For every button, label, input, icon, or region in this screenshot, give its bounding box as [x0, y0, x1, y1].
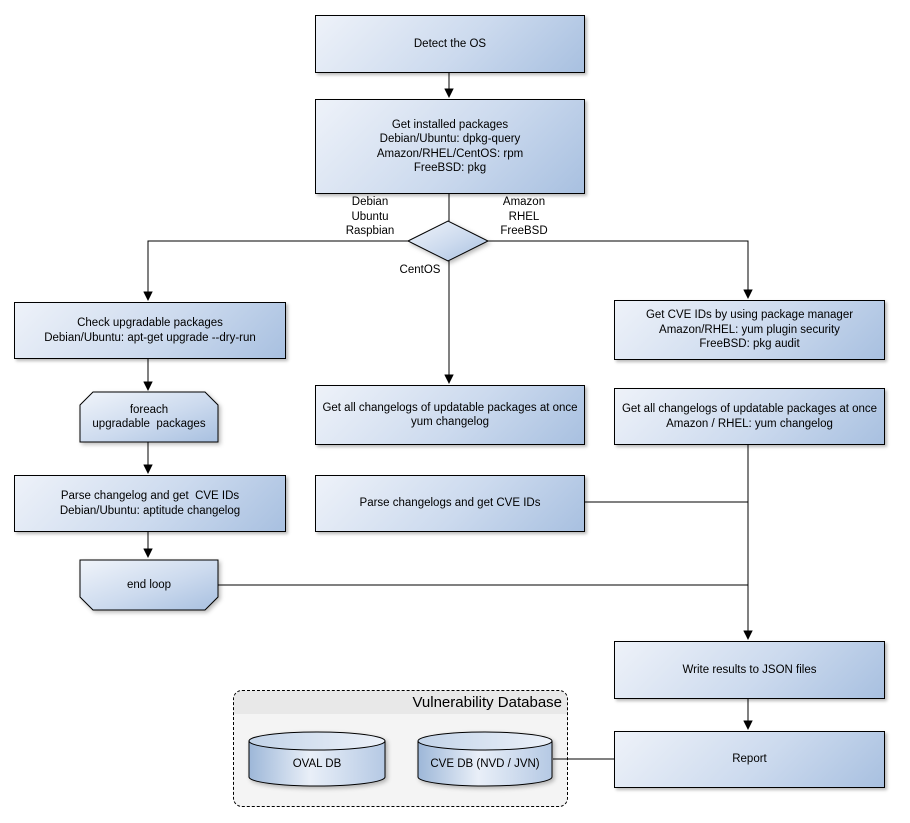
node-get-cve-ids-pkg-manager: Get CVE IDs by using package manager Ama… [614, 300, 885, 360]
node-get-changelogs-amazon-rhel: Get all changelogs of updatable packages… [614, 388, 885, 445]
node-get-installed-packages: Get installed packages Debian/Ubuntu: dp… [315, 99, 585, 194]
node-parse-changelog-debian: Parse changelog and get CVE IDs Debian/U… [14, 475, 286, 532]
edge-label-debian-branch: Debian Ubuntu Raspbian [345, 196, 395, 237]
node-report-label: Report [732, 753, 767, 766]
cve-db-cylinder: CVE DB (NVD / JVN) [417, 731, 553, 787]
node-get-changelogs-centos: Get all changelogs of updatable packages… [315, 385, 585, 445]
decision-os-diamond [406, 220, 490, 262]
vulnerability-database-title: Vulnerability Database [412, 694, 562, 711]
node-get-changelogs-amazon-rhel-label: Get all changelogs of updatable packages… [621, 403, 878, 430]
node-write-json-label: Write results to JSON files [682, 663, 817, 676]
node-write-json: Write results to JSON files [614, 641, 885, 699]
node-detect-os: Detect the OS [315, 15, 585, 73]
node-check-upgradable-packages-label: Check upgradable packages Debian/Ubuntu:… [44, 317, 256, 344]
database-cylinder-icon [417, 731, 553, 787]
node-report: Report [614, 731, 885, 788]
edge-label-centos-branch: CentOS [399, 264, 441, 276]
oval-db-label: OVAL DB [292, 757, 342, 770]
oval-db-cylinder: OVAL DB [248, 731, 386, 787]
loop-end: end loop [79, 559, 219, 611]
cve-db-label: CVE DB (NVD / JVN) [430, 757, 540, 770]
diamond-shape-icon [406, 220, 490, 262]
loop-start-foreach: foreach upgradable packages [79, 391, 219, 443]
database-cylinder-icon [248, 731, 386, 787]
loop-end-label: end loop [126, 578, 172, 591]
node-get-changelogs-centos-label: Get all changelogs of updatable packages… [322, 401, 578, 429]
loop-end-shape-icon [79, 559, 219, 611]
node-get-cve-ids-pkg-manager-label: Get CVE IDs by using package manager Ama… [645, 309, 854, 351]
node-parse-changelogs-centos: Parse changelogs and get CVE IDs [315, 475, 585, 532]
loop-start-foreach-label: foreach upgradable packages [92, 403, 206, 431]
node-detect-os-label: Detect the OS [413, 37, 487, 50]
node-parse-changelog-debian-label: Parse changelog and get CVE IDs Debian/U… [59, 490, 241, 517]
node-parse-changelogs-centos-label: Parse changelogs and get CVE IDs [359, 497, 541, 510]
node-check-upgradable-packages: Check upgradable packages Debian/Ubuntu:… [14, 302, 286, 359]
edge-label-amazon-branch: Amazon RHEL FreeBSD [500, 196, 548, 237]
node-get-installed-packages-label: Get installed packages Debian/Ubuntu: dp… [376, 118, 524, 175]
vulnerability-database-group-header: Vulnerability Database [234, 691, 567, 714]
loop-limit-shape-icon [79, 391, 219, 443]
